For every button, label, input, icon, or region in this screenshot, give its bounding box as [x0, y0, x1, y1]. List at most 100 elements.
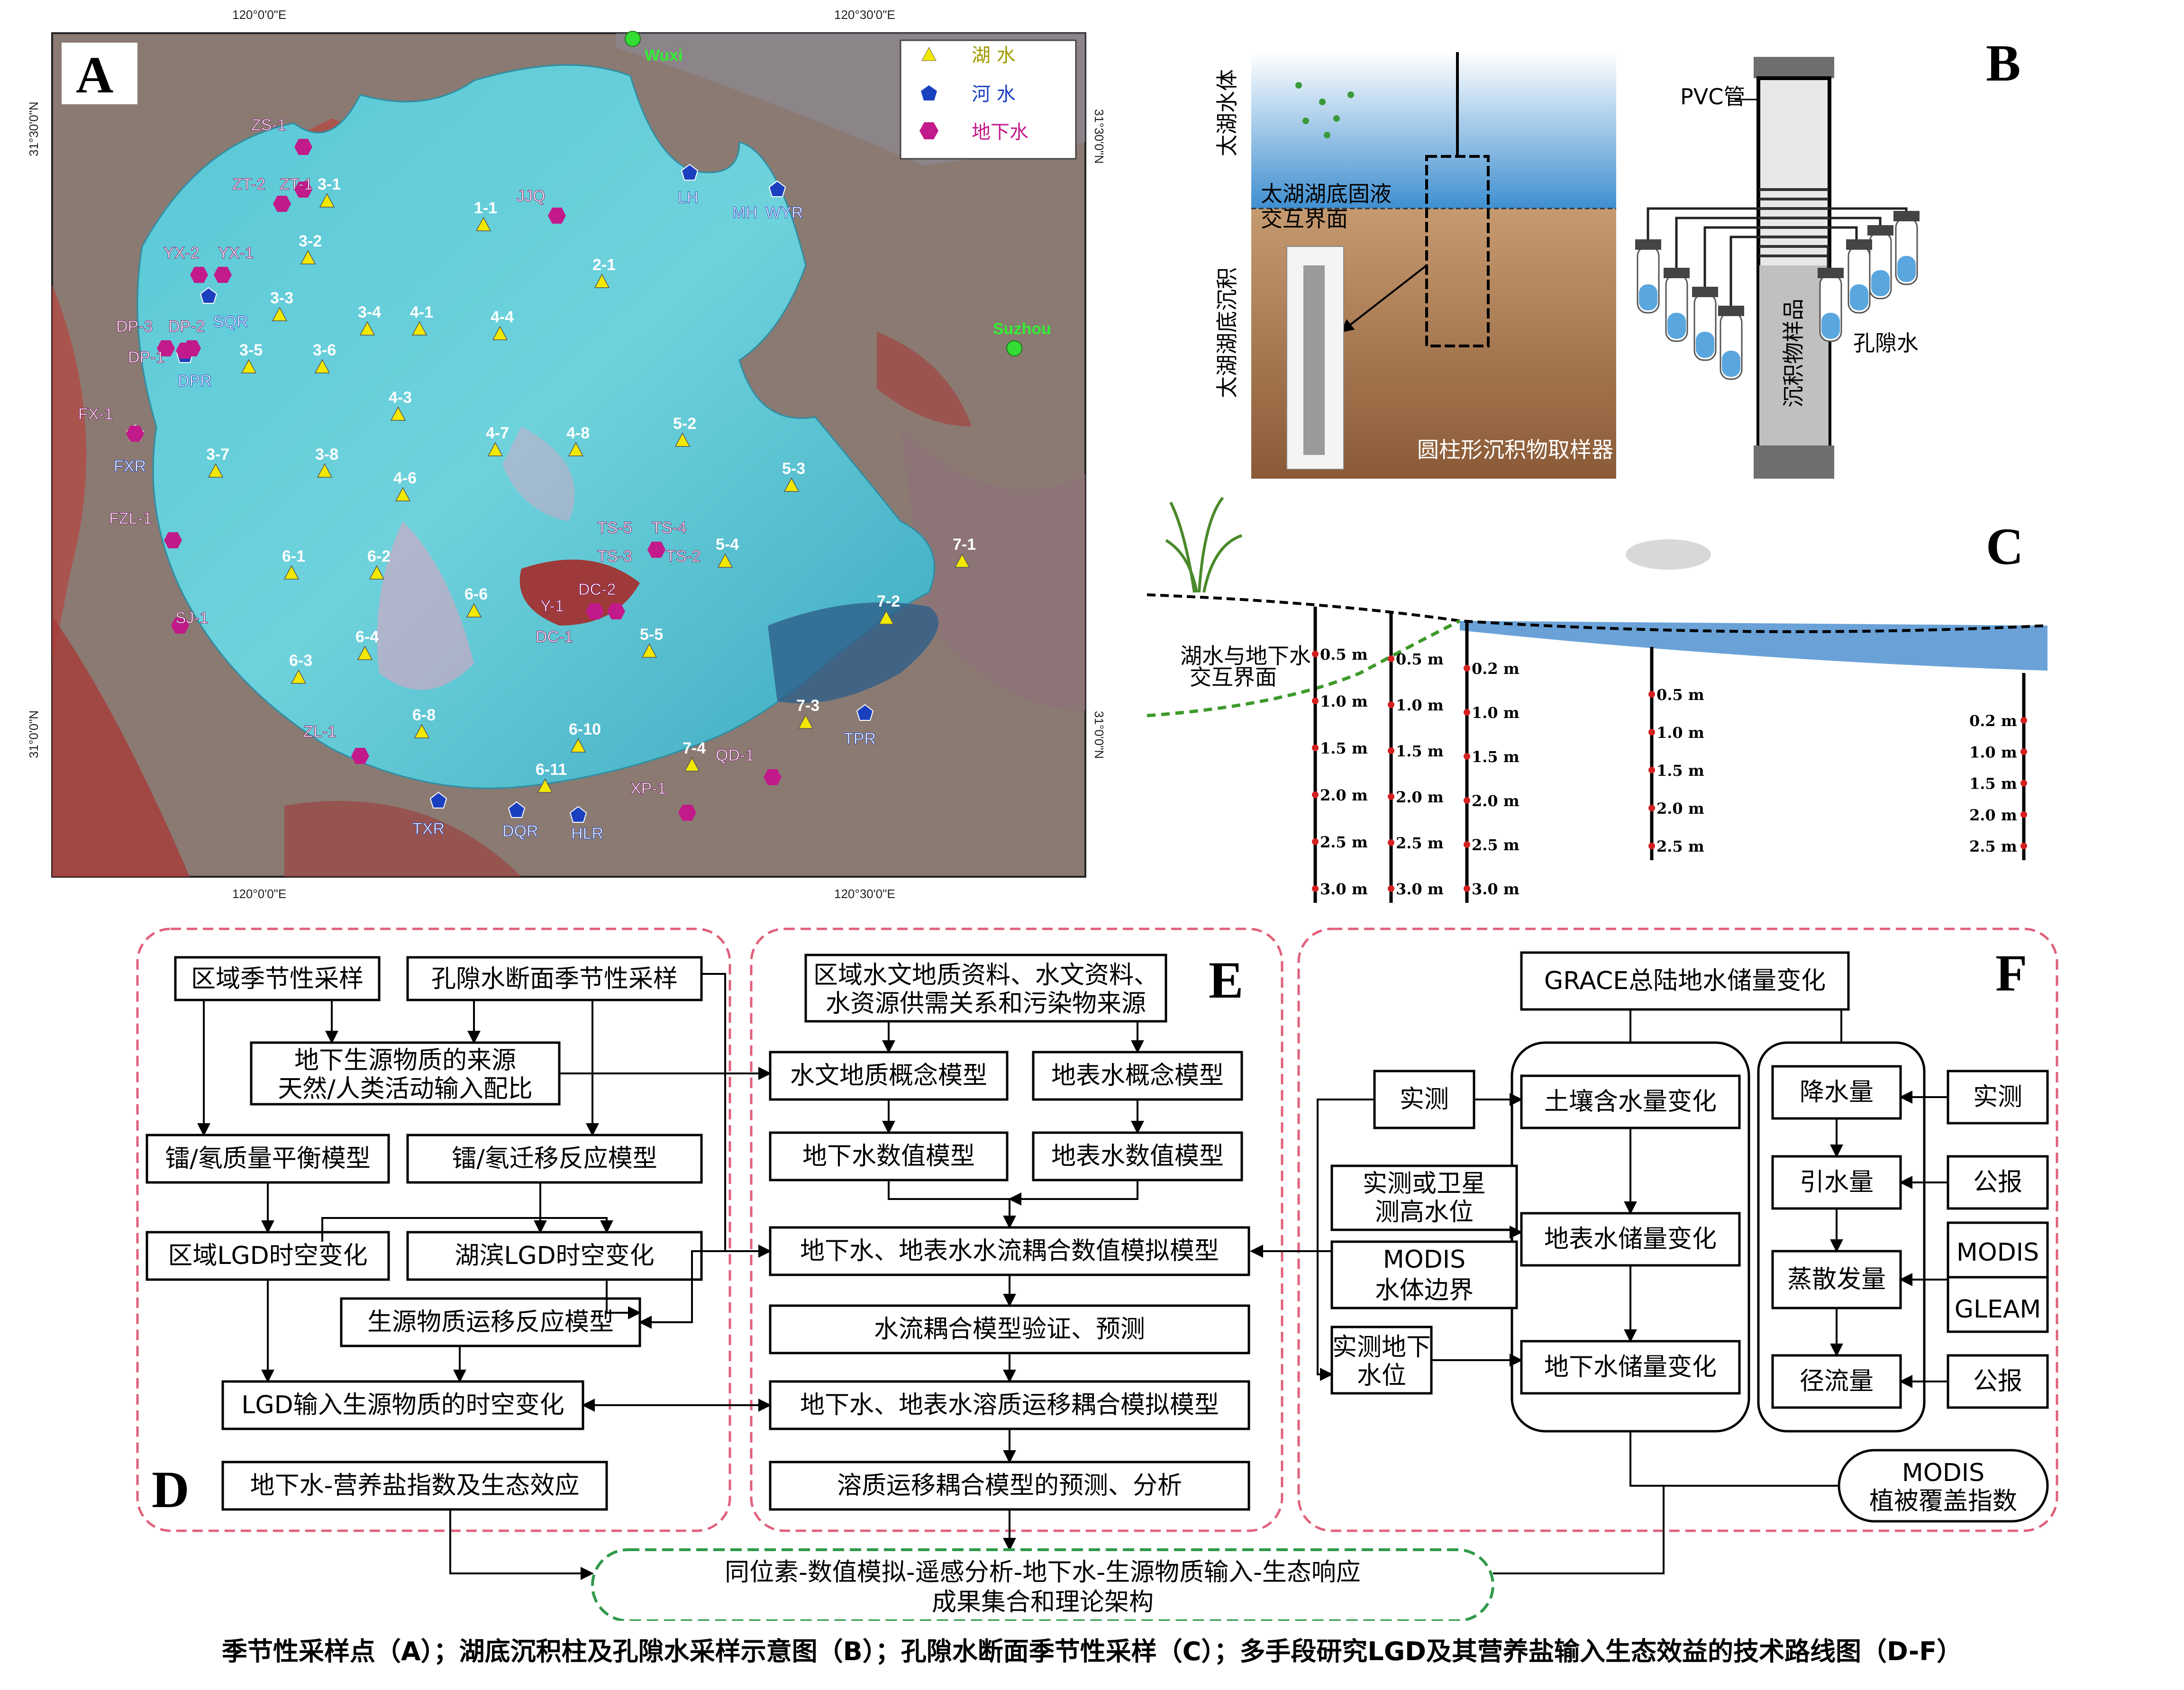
d-porewater-sampling: 孔隙水断面季节性采样: [431, 965, 678, 993]
panel-b-interface-label-2: 交互界面: [1261, 206, 1348, 232]
sample-point: [1648, 805, 1655, 811]
groundwater-site-hexagon-icon: [171, 618, 189, 634]
lake-site-label: 3-4: [358, 303, 381, 321]
lake-site-triangle-icon: [300, 250, 316, 264]
sample-point: [1648, 767, 1655, 773]
e-sw-numeric: 地表水数值模型: [1051, 1142, 1224, 1171]
d-nutrient: 地下水-营养盐指数及生态效应: [250, 1472, 580, 1500]
f-groundwater: 地下水储量变化: [1544, 1353, 1717, 1381]
f-measured-2: 实测: [1973, 1083, 2022, 1111]
depth-label: 2.5 m: [1396, 834, 1444, 852]
cloud: [1626, 539, 1711, 570]
core-slices: [1759, 188, 1829, 257]
lake-site-label: 6-3: [289, 652, 312, 670]
groundwater-site-label: Y-1: [540, 597, 564, 615]
panel-b-letter: B: [1986, 34, 2020, 92]
coord-bottom-right: 120°30'0"E: [834, 887, 895, 901]
groundwater-site-label: ZT-2: [232, 175, 265, 193]
panel-b-sediment-label: 太湖湖底沉积: [1214, 267, 1240, 398]
f-modis-3: MODIS: [1956, 1238, 2039, 1267]
lake-site-triangle-icon: [594, 273, 610, 288]
depth-label: 2.0 m: [1472, 792, 1520, 810]
groundwater-site-hexagon-icon: [678, 805, 696, 821]
f-ndvi-2: 植被覆盖指数: [1869, 1487, 2017, 1516]
f-alt-2: 测高水位: [1375, 1198, 1474, 1227]
lake-site-label: 4-8: [566, 424, 590, 442]
panel-b: 太湖水体 太湖湖底沉积 太湖湖底固液 交互界面 圆柱形沉积物取样器 PVC管 沉…: [1214, 34, 2020, 479]
lake-site-label: 7-1: [953, 536, 976, 554]
groundwater-site-label: DP-3: [116, 318, 153, 336]
lake-site-triangle-icon: [411, 321, 428, 336]
panel-e-letter: E: [1209, 951, 1243, 1009]
lake-site-triangle-icon: [641, 643, 657, 658]
f-alt-1: 实测或卫星: [1363, 1170, 1486, 1198]
lake-site-triangle-icon: [317, 463, 333, 478]
groundwater-site-label: TS-2: [666, 547, 701, 565]
d-mass-balance: 镭/氡质量平衡模型: [165, 1145, 371, 1173]
f-gwl-2: 水位: [1357, 1362, 1406, 1390]
lake-site-label: 3-3: [270, 289, 293, 307]
sample-point: [1464, 797, 1470, 804]
river-site-pentagon-icon: [429, 791, 447, 809]
sample-point: [1312, 651, 1319, 657]
lake-site-label: 6-4: [355, 628, 379, 646]
legend-river: 河 水: [972, 83, 1016, 105]
d-transport: 镭/氡迁移反应模型: [452, 1145, 657, 1173]
lake-site-label: 6-2: [367, 547, 391, 565]
lake-site-triangle-icon: [395, 487, 411, 501]
d-source-1: 地下生源物质的来源: [294, 1046, 516, 1075]
lake-site-triangle-icon: [783, 477, 800, 492]
legend-groundwater: 地下水: [972, 121, 1028, 143]
panel-b-water-label: 太湖水体: [1214, 69, 1240, 156]
panel-f-frame: [1297, 927, 2058, 1532]
lake-site-label: 6-10: [569, 720, 601, 738]
lake-site-label: 3-7: [206, 445, 229, 463]
depth-label: 1.0 m: [1472, 704, 1520, 722]
depth-label: 2.0 m: [1969, 806, 2017, 824]
groundwater-site-hexagon-icon: [214, 267, 232, 283]
final-box: [591, 1548, 1494, 1621]
depth-label: 2.0 m: [1320, 786, 1368, 804]
bubbles: [1295, 82, 1354, 138]
groundwater-site-hexagon-icon: [126, 426, 144, 442]
groundwater-site-hexagon-icon: [273, 196, 291, 212]
porewater-label: 孔隙水: [1853, 330, 1919, 356]
core-sample: [1759, 265, 1829, 445]
groundwater-site-hexagon-icon: [157, 340, 175, 356]
lake-site-triangle-icon: [954, 553, 970, 568]
lake-site-label: 3-6: [313, 341, 336, 359]
f-boxes: [1330, 951, 2049, 1523]
depth-label: 0.2 m: [1969, 712, 2017, 730]
lake-site-label: 4-1: [410, 303, 433, 321]
f-connectors: [1493, 1009, 1842, 1574]
groundwater-site-label: ZT-1: [280, 175, 313, 193]
d-boxes: [146, 956, 703, 1511]
f-report-1: 公报: [1973, 1168, 2022, 1197]
panel-b-water: [1251, 52, 1616, 209]
lake-site-label: 6-11: [536, 761, 567, 779]
panel-d: D 区域季节性采样 孔隙水断面季节性采样 地下生源物质的来源 天然/人类活动输入…: [136, 927, 731, 1580]
f-surface: 地表水储量变化: [1544, 1225, 1717, 1254]
groundwater-site-label: DP-1: [128, 348, 164, 366]
sampler-frame: [1425, 155, 1490, 347]
sampler-tube: [1303, 265, 1325, 455]
lake-site-label: 4-6: [393, 469, 417, 487]
river-site-label: FXR: [114, 457, 146, 475]
groundwater-site-label: TS-5: [597, 519, 632, 537]
figure-canvas: 120°0'0"E 120°30'0"E 120°0'0"E 120°30'0"…: [27, 8, 2058, 1621]
sample-point: [1312, 791, 1319, 798]
groundwater-site-label: TS-4: [652, 519, 687, 537]
depth-label: 1.5 m: [1320, 739, 1368, 757]
groundwater-site-label: JJQ: [517, 187, 545, 205]
sample-point: [1388, 839, 1394, 846]
panel-f-letter: F: [1995, 944, 2027, 1002]
lake-site-label: 1-1: [474, 199, 497, 217]
groundwater-site-hexagon-icon: [164, 532, 182, 548]
f-arrows: [1250, 1090, 1948, 1388]
f-gwl-1: 实测地下: [1332, 1333, 1431, 1362]
lake-site-triangle-icon: [717, 553, 733, 568]
panel-e-frame: [750, 927, 1283, 1532]
lake-site-triangle-icon: [487, 442, 503, 456]
lake-surface-c: [1460, 621, 2048, 671]
d-regional-sampling: 区域季节性采样: [191, 965, 364, 993]
